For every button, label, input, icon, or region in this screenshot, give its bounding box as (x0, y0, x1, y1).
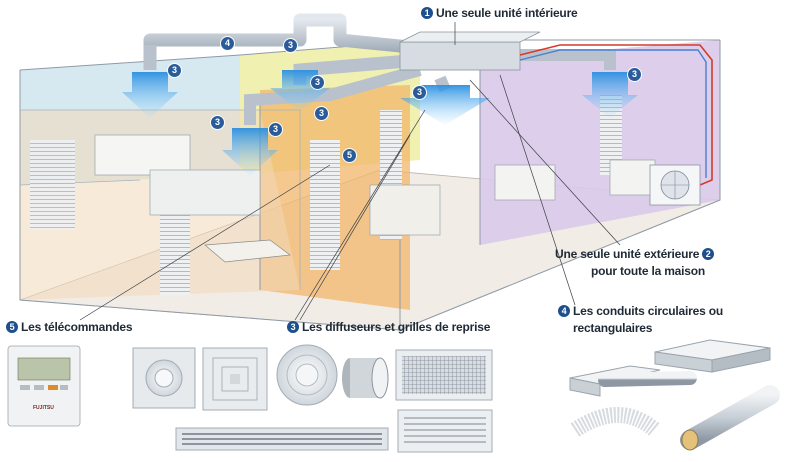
marker-diffuser: 3 (167, 63, 182, 78)
callout-remotes-text: Les télécommandes (21, 320, 133, 334)
marker-diffuser: 3 (412, 85, 427, 100)
marker-diffuser: 3 (210, 115, 225, 130)
remote-brand-label: FUJITSU (33, 405, 54, 411)
callout-number: 1 (421, 7, 433, 19)
marker-diffuser: 3 (310, 75, 325, 90)
diffusers-and-grilles (132, 344, 493, 453)
marker-remote: 5 (342, 148, 357, 163)
callout-number: 3 (287, 321, 299, 333)
duct-network (143, 13, 616, 125)
callout-number: 4 (558, 305, 570, 317)
marker-diffuser: 3 (627, 67, 642, 82)
callout-outdoor-unit-line2: pour toute la maison (591, 264, 706, 278)
callout-number: 5 (6, 321, 18, 333)
outdoor-unit (649, 164, 701, 206)
leader-lines (79, 22, 621, 321)
ducts-samples (569, 339, 780, 451)
callout-indoor-unit-text: Une seule unité intérieure (436, 6, 578, 20)
callout-diffusers-text: Les diffuseurs et grilles de reprise (302, 320, 491, 334)
callout-number: 2 (702, 248, 715, 260)
indoor-unit (399, 41, 521, 71)
callout-outdoor-unit-line1: Une seule unité extérieure (555, 247, 700, 261)
remote-control (7, 345, 81, 427)
marker-diffuser: 3 (283, 38, 298, 53)
callout-ducts-line1: Les conduits circulaires ou (573, 304, 723, 318)
marker-diffuser: 3 (314, 106, 329, 121)
marker-duct: 4 (220, 36, 235, 51)
refrigerant-lines (519, 44, 713, 186)
callout-ducts-line2: rectangulaires (573, 321, 653, 335)
marker-diffuser: 3 (268, 122, 283, 137)
